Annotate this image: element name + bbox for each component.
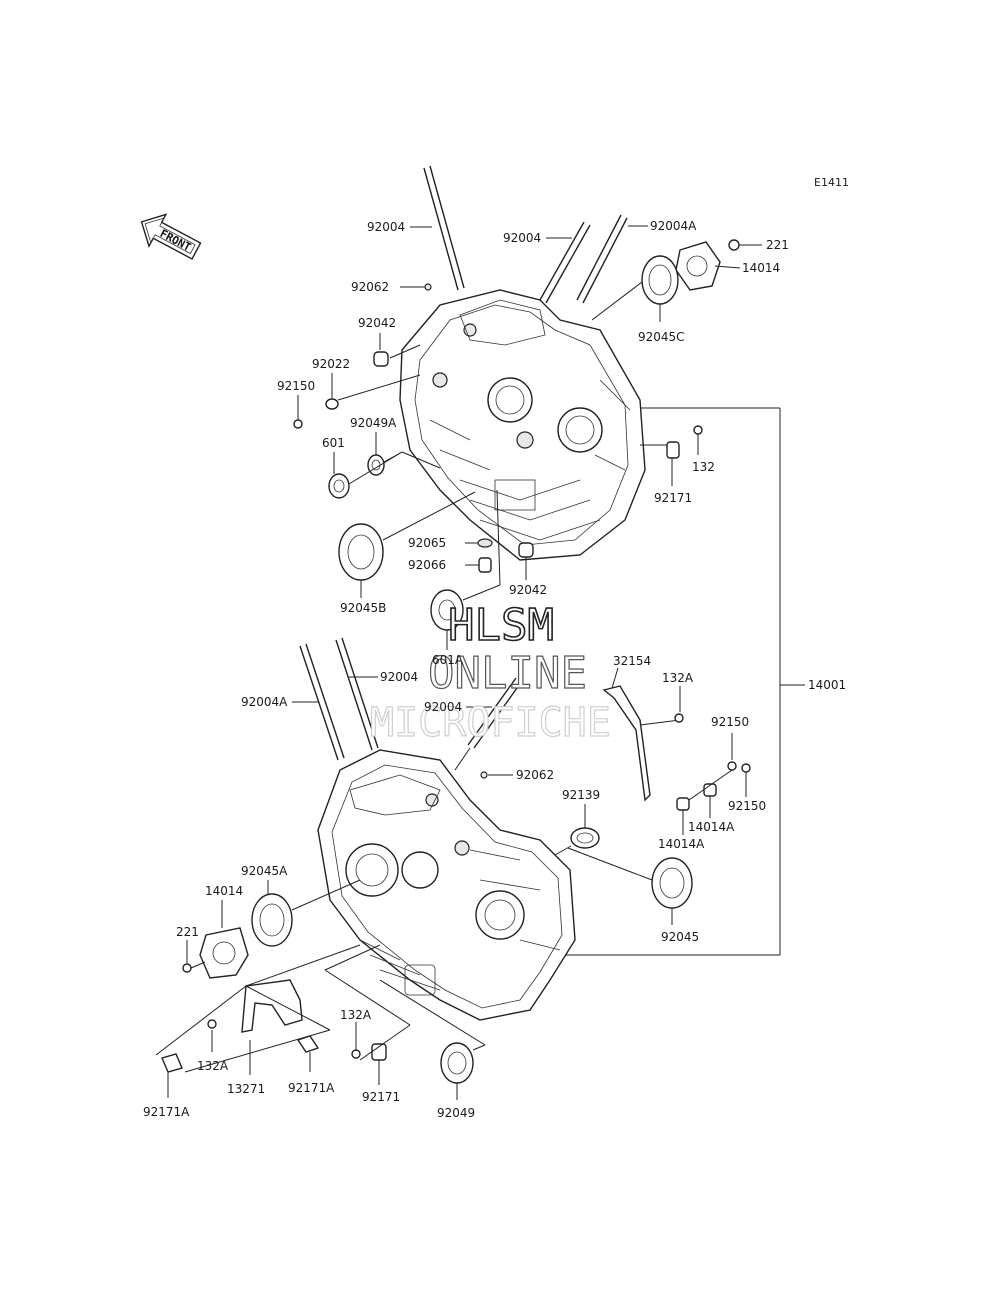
collar-14014A-2 <box>676 769 733 835</box>
label-601A: 601A <box>432 653 464 667</box>
label-92049: 92049 <box>437 1106 475 1120</box>
bushing-92139 <box>554 804 600 856</box>
washer-92022 <box>325 373 421 410</box>
stud-92004-lower <box>335 637 379 751</box>
label-14014-top: 14014 <box>742 261 780 275</box>
watermark-line1: HLSM <box>448 600 554 651</box>
watermark-line2: ONLINE <box>428 648 587 699</box>
label-13271: 13271 <box>227 1082 265 1096</box>
label-32154: 32154 <box>613 654 651 668</box>
label-92049A: 92049A <box>350 416 397 430</box>
label-92042-bottom: 92042 <box>509 583 547 597</box>
label-601: 601 <box>322 436 345 450</box>
label-92022: 92022 <box>312 357 350 371</box>
label-92171A-left: 92171A <box>143 1105 190 1119</box>
washer-92065 <box>465 538 493 548</box>
stud-92004A-upper <box>576 214 628 304</box>
label-92065: 92065 <box>408 536 446 550</box>
upper-crankcase <box>399 289 646 561</box>
label-132: 132 <box>692 460 715 474</box>
label-92045: 92045 <box>661 930 699 944</box>
bolt-92150-right2 <box>741 763 751 797</box>
label-14014A-2: 14014A <box>658 837 705 851</box>
pipe-32154 <box>602 667 681 802</box>
label-92062-top: 92062 <box>351 280 389 294</box>
label-92004-top: 92004 <box>367 220 405 234</box>
label-92171-bot: 92171 <box>362 1090 400 1104</box>
stud-92004-upper-mid <box>539 221 591 304</box>
label-92045A: 92045A <box>241 864 288 878</box>
stud-92004-upper-long <box>423 165 465 291</box>
stud-92004A-lower <box>299 643 345 761</box>
bearing-601 <box>328 451 441 499</box>
label-92045C: 92045C <box>638 330 685 344</box>
label-14014A-1: 14014A <box>688 820 735 834</box>
label-92139: 92139 <box>562 788 600 802</box>
bolt-92150-left <box>293 395 303 429</box>
bearing-601A <box>430 489 501 650</box>
label-92062-low: 92062 <box>516 768 554 782</box>
bearing-92045C <box>591 255 679 322</box>
label-132A-bot: 132A <box>197 1059 229 1073</box>
bolt-221-lower <box>182 940 206 973</box>
watermark: HLSM ONLINE MICROFICHE <box>369 599 611 746</box>
dowel-92062-lower <box>480 771 513 779</box>
label-92150-right1: 92150 <box>711 715 749 729</box>
clamp-92171A-mid <box>296 1035 320 1072</box>
watermark-line3: MICROFICHE <box>370 700 611 746</box>
clamp-92171A-left <box>161 1053 183 1098</box>
bolt-132A-right <box>674 686 684 723</box>
bearing-92045 <box>567 847 693 925</box>
collar-14014A-1 <box>703 783 717 818</box>
bolt-92150-right1 <box>727 733 737 771</box>
dowel-92062-top <box>400 283 432 291</box>
grouping-lines-lower-left <box>155 944 361 1073</box>
label-92045B: 92045B <box>340 601 386 615</box>
label-14014-low: 14014 <box>205 884 243 898</box>
label-132A-mid: 132A <box>340 1008 372 1022</box>
bearing-92045A <box>251 879 361 947</box>
grouping-lines-lower-mid <box>324 944 411 1061</box>
label-92171-top: 92171 <box>654 491 692 505</box>
label-92042-top: 92042 <box>358 316 396 330</box>
clamp-92171-top <box>640 441 680 486</box>
dowel-92042-top <box>373 333 421 367</box>
dowel-92042-bottom <box>518 542 534 580</box>
plug-92066 <box>465 557 492 573</box>
label-92004A-top: 92004A <box>650 219 697 233</box>
bracket-13271 <box>241 979 303 1075</box>
seal-92049A <box>367 432 403 476</box>
label-92150-right2: 92150 <box>728 799 766 813</box>
bracket-14001 <box>560 407 805 956</box>
label-221-top: 221 <box>766 238 789 252</box>
bearing-92045B <box>338 491 476 598</box>
bolt-132A-mid <box>351 1022 361 1059</box>
lower-crankcase <box>317 749 576 1021</box>
label-92004-low: 92004 <box>380 670 418 684</box>
front-arrow-icon: FRONT <box>140 213 202 260</box>
cover-14014-lower <box>199 900 249 979</box>
label-92004-mid: 92004 <box>503 231 541 245</box>
label-92004-center: 92004 <box>424 700 462 714</box>
seal-92049 <box>379 979 486 1100</box>
bolt-132A-bot <box>207 1019 217 1052</box>
label-221-low: 221 <box>176 925 199 939</box>
label-92150-left: 92150 <box>277 379 315 393</box>
label-92004A-low: 92004A <box>241 695 288 709</box>
label-92066: 92066 <box>408 558 446 572</box>
label-132A-right: 132A <box>662 671 694 685</box>
bolt-132 <box>693 425 703 455</box>
stud-92004-center <box>454 677 523 771</box>
label-92171A-mid: 92171A <box>288 1081 335 1095</box>
diagram-code: E1411 <box>814 176 849 189</box>
bolt-221-top <box>728 239 762 251</box>
label-14001: 14001 <box>808 678 846 692</box>
